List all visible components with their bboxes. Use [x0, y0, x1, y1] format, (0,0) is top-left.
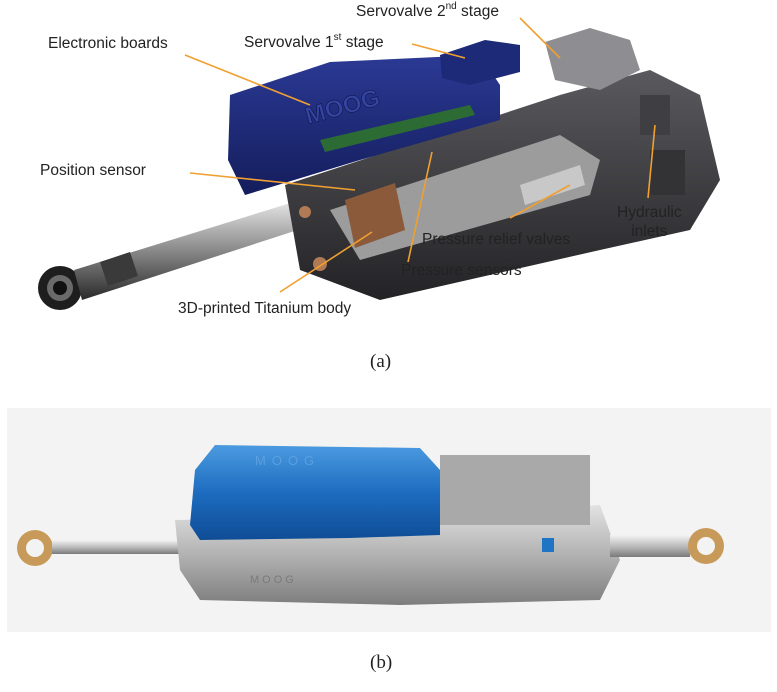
piston — [345, 183, 405, 248]
label-servovalve-1st-stage: Servovalve 1st stage — [244, 32, 384, 52]
leader-position-sensor — [189, 172, 356, 191]
leader-servovalve-2nd — [519, 17, 561, 59]
label-hydraulic-line1: Hydraulic — [617, 204, 682, 221]
label-electronic-boards-text: Electronic boards — [48, 35, 168, 52]
label-pressure-relief-valves: Pressure relief valves — [422, 232, 570, 248]
label-servovalve-1st-sup: st — [333, 32, 342, 43]
electronics-cover — [228, 55, 500, 195]
label-servovalve-2nd-base: Servovalve 2 — [356, 3, 446, 21]
rod-collar — [100, 252, 138, 286]
photo-cover-logo: MOOG — [255, 453, 320, 468]
label-servovalve-2nd-sup: nd — [445, 1, 457, 12]
leader-titanium-body — [279, 231, 373, 293]
photo-blue-fitting — [542, 538, 554, 552]
label-servovalve-2nd-stage: Servovalve 2nd stage — [356, 1, 499, 21]
bolt — [299, 206, 311, 218]
rod-end-eye — [38, 266, 82, 310]
label-titanium-body: 3D-printed Titanium body — [178, 301, 351, 317]
label-hydraulic-inlets: Hydraulic inlets — [617, 203, 682, 241]
caption-b: (b) — [370, 652, 393, 673]
label-electronic-boards: Electronic boards — [48, 36, 168, 52]
label-servovalve-1st-tail: stage — [341, 34, 384, 52]
label-position-sensor: Position sensor — [40, 163, 146, 179]
leader-pressure-sensors — [407, 151, 433, 263]
photo-body-logo: MOOG — [250, 574, 297, 586]
label-hydraulic-line2: inlets — [631, 223, 668, 240]
leader-pressure-relief — [509, 184, 571, 219]
label-titanium-body-text: 3D-printed Titanium body — [178, 300, 352, 317]
photo-blue-cover — [190, 445, 440, 540]
caption-a: (a) — [370, 351, 392, 372]
label-position-sensor-text: Position sensor — [40, 162, 146, 179]
leader-lines — [184, 17, 656, 293]
hydraulic-fitting-2 — [650, 150, 685, 195]
label-pressure-sensors: Pressure sensors — [401, 263, 522, 279]
actuator-photo: MOOG MOOG — [7, 408, 771, 632]
leader-electronic-boards — [184, 54, 311, 106]
leader-servovalve-1st — [411, 43, 466, 59]
photo-valve-block — [440, 455, 590, 525]
servovalve-1st-stage — [440, 40, 520, 85]
spring-region — [520, 165, 585, 205]
electronic-board-strip — [320, 105, 475, 152]
label-pressure-relief-text: Pressure relief valves — [422, 231, 571, 248]
label-servovalve-2nd-tail: stage — [456, 3, 499, 21]
label-pressure-sensors-text: Pressure sensors — [401, 262, 522, 279]
label-servovalve-1st-base: Servovalve 1 — [244, 34, 334, 52]
leader-hydraulic-inlets — [647, 124, 656, 199]
servovalve-2nd-stage — [545, 28, 640, 90]
photo-rod-right — [610, 535, 690, 557]
photo-rod-left — [52, 540, 192, 554]
